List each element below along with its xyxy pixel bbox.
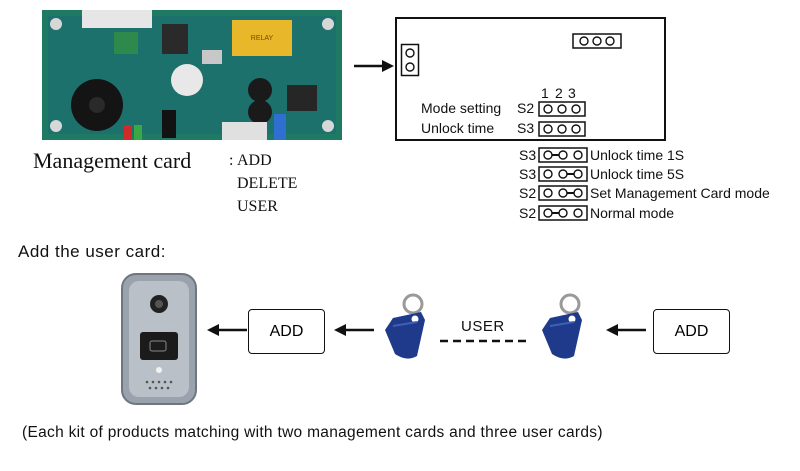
setting-switch-4: S2 xyxy=(519,205,537,221)
column-number-2: 2 xyxy=(555,85,563,101)
jumper-1-2-icon xyxy=(538,147,588,163)
footnote: (Each kit of products matching with two … xyxy=(22,424,603,441)
add-box-right: ADD xyxy=(653,309,730,354)
arrow-right-icon xyxy=(354,60,394,72)
column-number-1: 1 xyxy=(541,85,549,101)
row-switch-s3: S3 xyxy=(517,120,535,136)
column-number-3: 3 xyxy=(568,85,576,101)
add-user-heading: Add the user card: xyxy=(18,242,166,261)
arrow-left-icon xyxy=(334,324,374,336)
row-label-mode-setting: Mode setting xyxy=(421,100,502,116)
controller-board-photo: RELAY xyxy=(42,10,342,140)
row-label-unlock-time: Unlock time xyxy=(421,120,495,136)
jumper-1-2-icon xyxy=(538,205,588,221)
user-label: USER xyxy=(461,318,505,335)
management-card-title: Management card xyxy=(33,148,192,173)
two-pin-header-icon xyxy=(400,43,420,77)
row-switch-s2: S2 xyxy=(517,100,535,116)
svg-text:RELAY: RELAY xyxy=(251,35,274,42)
jumper-header-s2-icon xyxy=(538,101,586,117)
dashed-connector xyxy=(440,339,530,343)
function-user: USER xyxy=(237,198,278,215)
three-pin-header-icon xyxy=(572,33,622,49)
setting-label-unlock-5s: Unlock time 5S xyxy=(590,166,685,182)
jumper-header-s3-icon xyxy=(538,121,586,137)
jumper-2-3-icon xyxy=(538,166,588,182)
setting-switch-2: S3 xyxy=(519,166,537,182)
setting-label-normal-mode: Normal mode xyxy=(590,205,675,221)
jumper-2-3-icon xyxy=(538,185,588,201)
management-card-colon: : xyxy=(229,152,234,169)
setting-label-management-mode: Set Management Card mode xyxy=(590,185,770,201)
function-add: ADD xyxy=(237,152,272,169)
key-fob-icon xyxy=(385,293,425,359)
door-station-icon xyxy=(121,273,197,405)
board-schematic xyxy=(395,17,666,141)
function-delete: DELETE xyxy=(237,175,298,192)
arrow-left-icon xyxy=(207,324,247,336)
key-fob-icon xyxy=(542,293,582,359)
add-box-left: ADD xyxy=(248,309,325,354)
setting-switch-3: S2 xyxy=(519,185,537,201)
arrow-left-icon xyxy=(606,324,646,336)
setting-label-unlock-1s: Unlock time 1S xyxy=(590,147,685,163)
setting-switch-1: S3 xyxy=(519,147,537,163)
